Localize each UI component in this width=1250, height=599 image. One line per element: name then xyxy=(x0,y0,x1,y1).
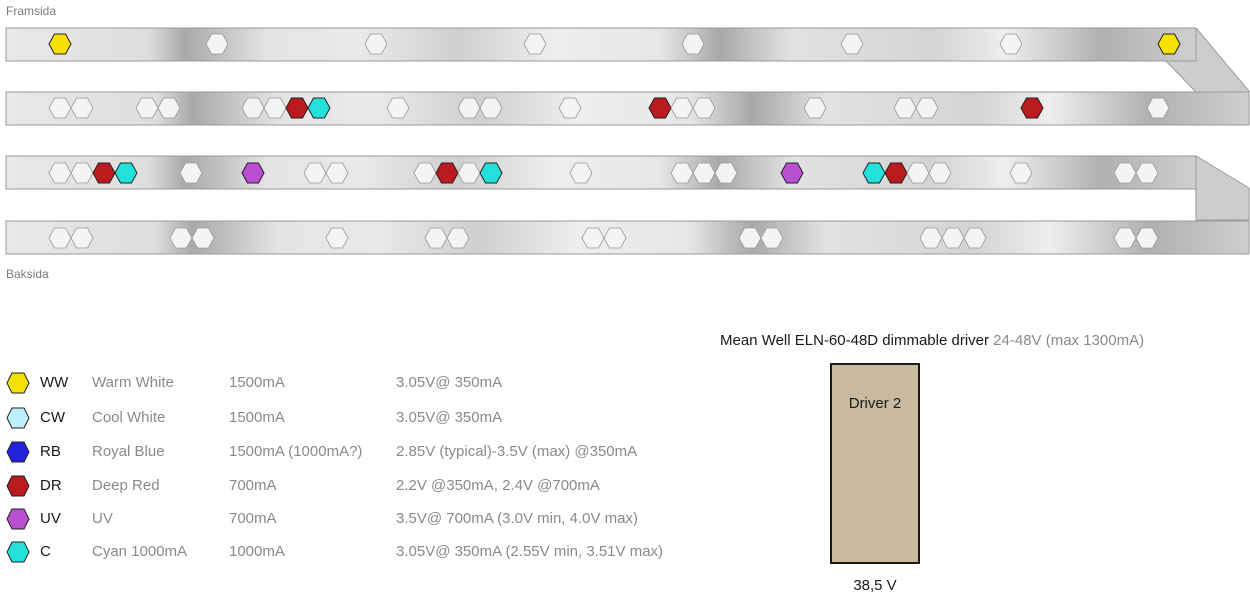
cyan-led-icon xyxy=(480,163,502,183)
legend-current: 1000mA xyxy=(229,543,285,560)
uv-hexagon-icon xyxy=(6,508,30,530)
back-side-label: Baksida xyxy=(6,267,49,281)
legend-name: Cool White xyxy=(92,409,165,426)
legend-name: UV xyxy=(92,510,113,527)
driver-voltage: 38,5 V xyxy=(830,577,920,594)
legend-current: 1500mA xyxy=(229,374,285,391)
uv-led-icon xyxy=(242,163,264,183)
legend-code: UV xyxy=(40,510,61,527)
cyan-led-icon xyxy=(308,98,330,118)
uv-led-icon xyxy=(781,163,803,183)
legend-voltage: 2.85V (typical)-3.5V (max) @350mA xyxy=(396,443,637,460)
legend-code: RB xyxy=(40,443,61,460)
legend-current: 700mA xyxy=(229,477,277,494)
legend-current: 1500mA (1000mA?) xyxy=(229,443,362,460)
legend-voltage: 3.05V@ 350mA xyxy=(396,409,502,426)
deep-red-led-icon xyxy=(1021,98,1043,118)
cool-white-hexagon-icon xyxy=(6,407,30,429)
led-strip-2 xyxy=(6,92,1249,125)
legend-current: 700mA xyxy=(229,510,277,527)
deep-red-led-icon xyxy=(93,163,115,183)
legend-voltage: 2.2V @350mA, 2.4V @700mA xyxy=(396,477,600,494)
deep-red-led-icon xyxy=(885,163,907,183)
led-strip-diagram xyxy=(0,0,1250,300)
legend-row-dr: DR Deep Red 700mA 2.2V @350mA, 2.4V @700… xyxy=(0,471,700,501)
cyan-hexagon-icon xyxy=(6,541,30,563)
legend-voltage: 3.5V@ 700mA (3.0V min, 4.0V max) xyxy=(396,510,638,527)
legend-row-rb: RB Royal Blue 1500mA (1000mA?) 2.85V (ty… xyxy=(0,437,700,467)
legend-row-cw: CW Cool White 1500mA 3.05V@ 350mA xyxy=(0,403,700,433)
legend-name: Warm White xyxy=(92,374,174,391)
deep-red-led-icon xyxy=(436,163,458,183)
legend-code: CW xyxy=(40,409,65,426)
legend-row-ww: WW Warm White 1500mA 3.05V@ 350mA xyxy=(0,368,700,398)
legend-voltage: 3.05V@ 350mA (2.55V min, 3.51V max) xyxy=(396,543,663,560)
driver-model: Mean Well ELN-60-48D dimmable driver xyxy=(720,332,989,349)
deep-red-led-icon xyxy=(649,98,671,118)
deep-red-hexagon-icon xyxy=(6,475,30,497)
driver-spec: 24-48V (max 1300mA) xyxy=(993,332,1144,349)
warm-white-led-icon xyxy=(1158,34,1180,54)
legend-row-c: C Cyan 1000mA 1000mA 3.05V@ 350mA (2.55V… xyxy=(0,537,700,567)
legend-code: C xyxy=(40,543,51,560)
legend-name: Royal Blue xyxy=(92,443,165,460)
legend-name: Deep Red xyxy=(92,477,160,494)
driver-box: Driver 2 xyxy=(830,363,920,564)
legend-code: DR xyxy=(40,477,62,494)
legend-current: 1500mA xyxy=(229,409,285,426)
led-layer xyxy=(49,34,1180,248)
legend-voltage: 3.05V@ 350mA xyxy=(396,374,502,391)
legend-code: WW xyxy=(40,374,68,391)
warm-white-led-icon xyxy=(49,34,71,54)
driver-label: Driver 2 xyxy=(832,395,918,412)
front-side-label: Framsida xyxy=(6,4,56,18)
royal-blue-hexagon-icon xyxy=(6,441,30,463)
cyan-led-icon xyxy=(115,163,137,183)
legend-name: Cyan 1000mA xyxy=(92,543,187,560)
warm-white-hexagon-icon xyxy=(6,372,30,394)
cyan-led-icon xyxy=(863,163,885,183)
driver-title: Mean Well ELN-60-48D dimmable driver 24-… xyxy=(720,332,1144,349)
deep-red-led-icon xyxy=(286,98,308,118)
legend-row-uv: UV UV 700mA 3.5V@ 700mA (3.0V min, 4.0V … xyxy=(0,504,700,534)
